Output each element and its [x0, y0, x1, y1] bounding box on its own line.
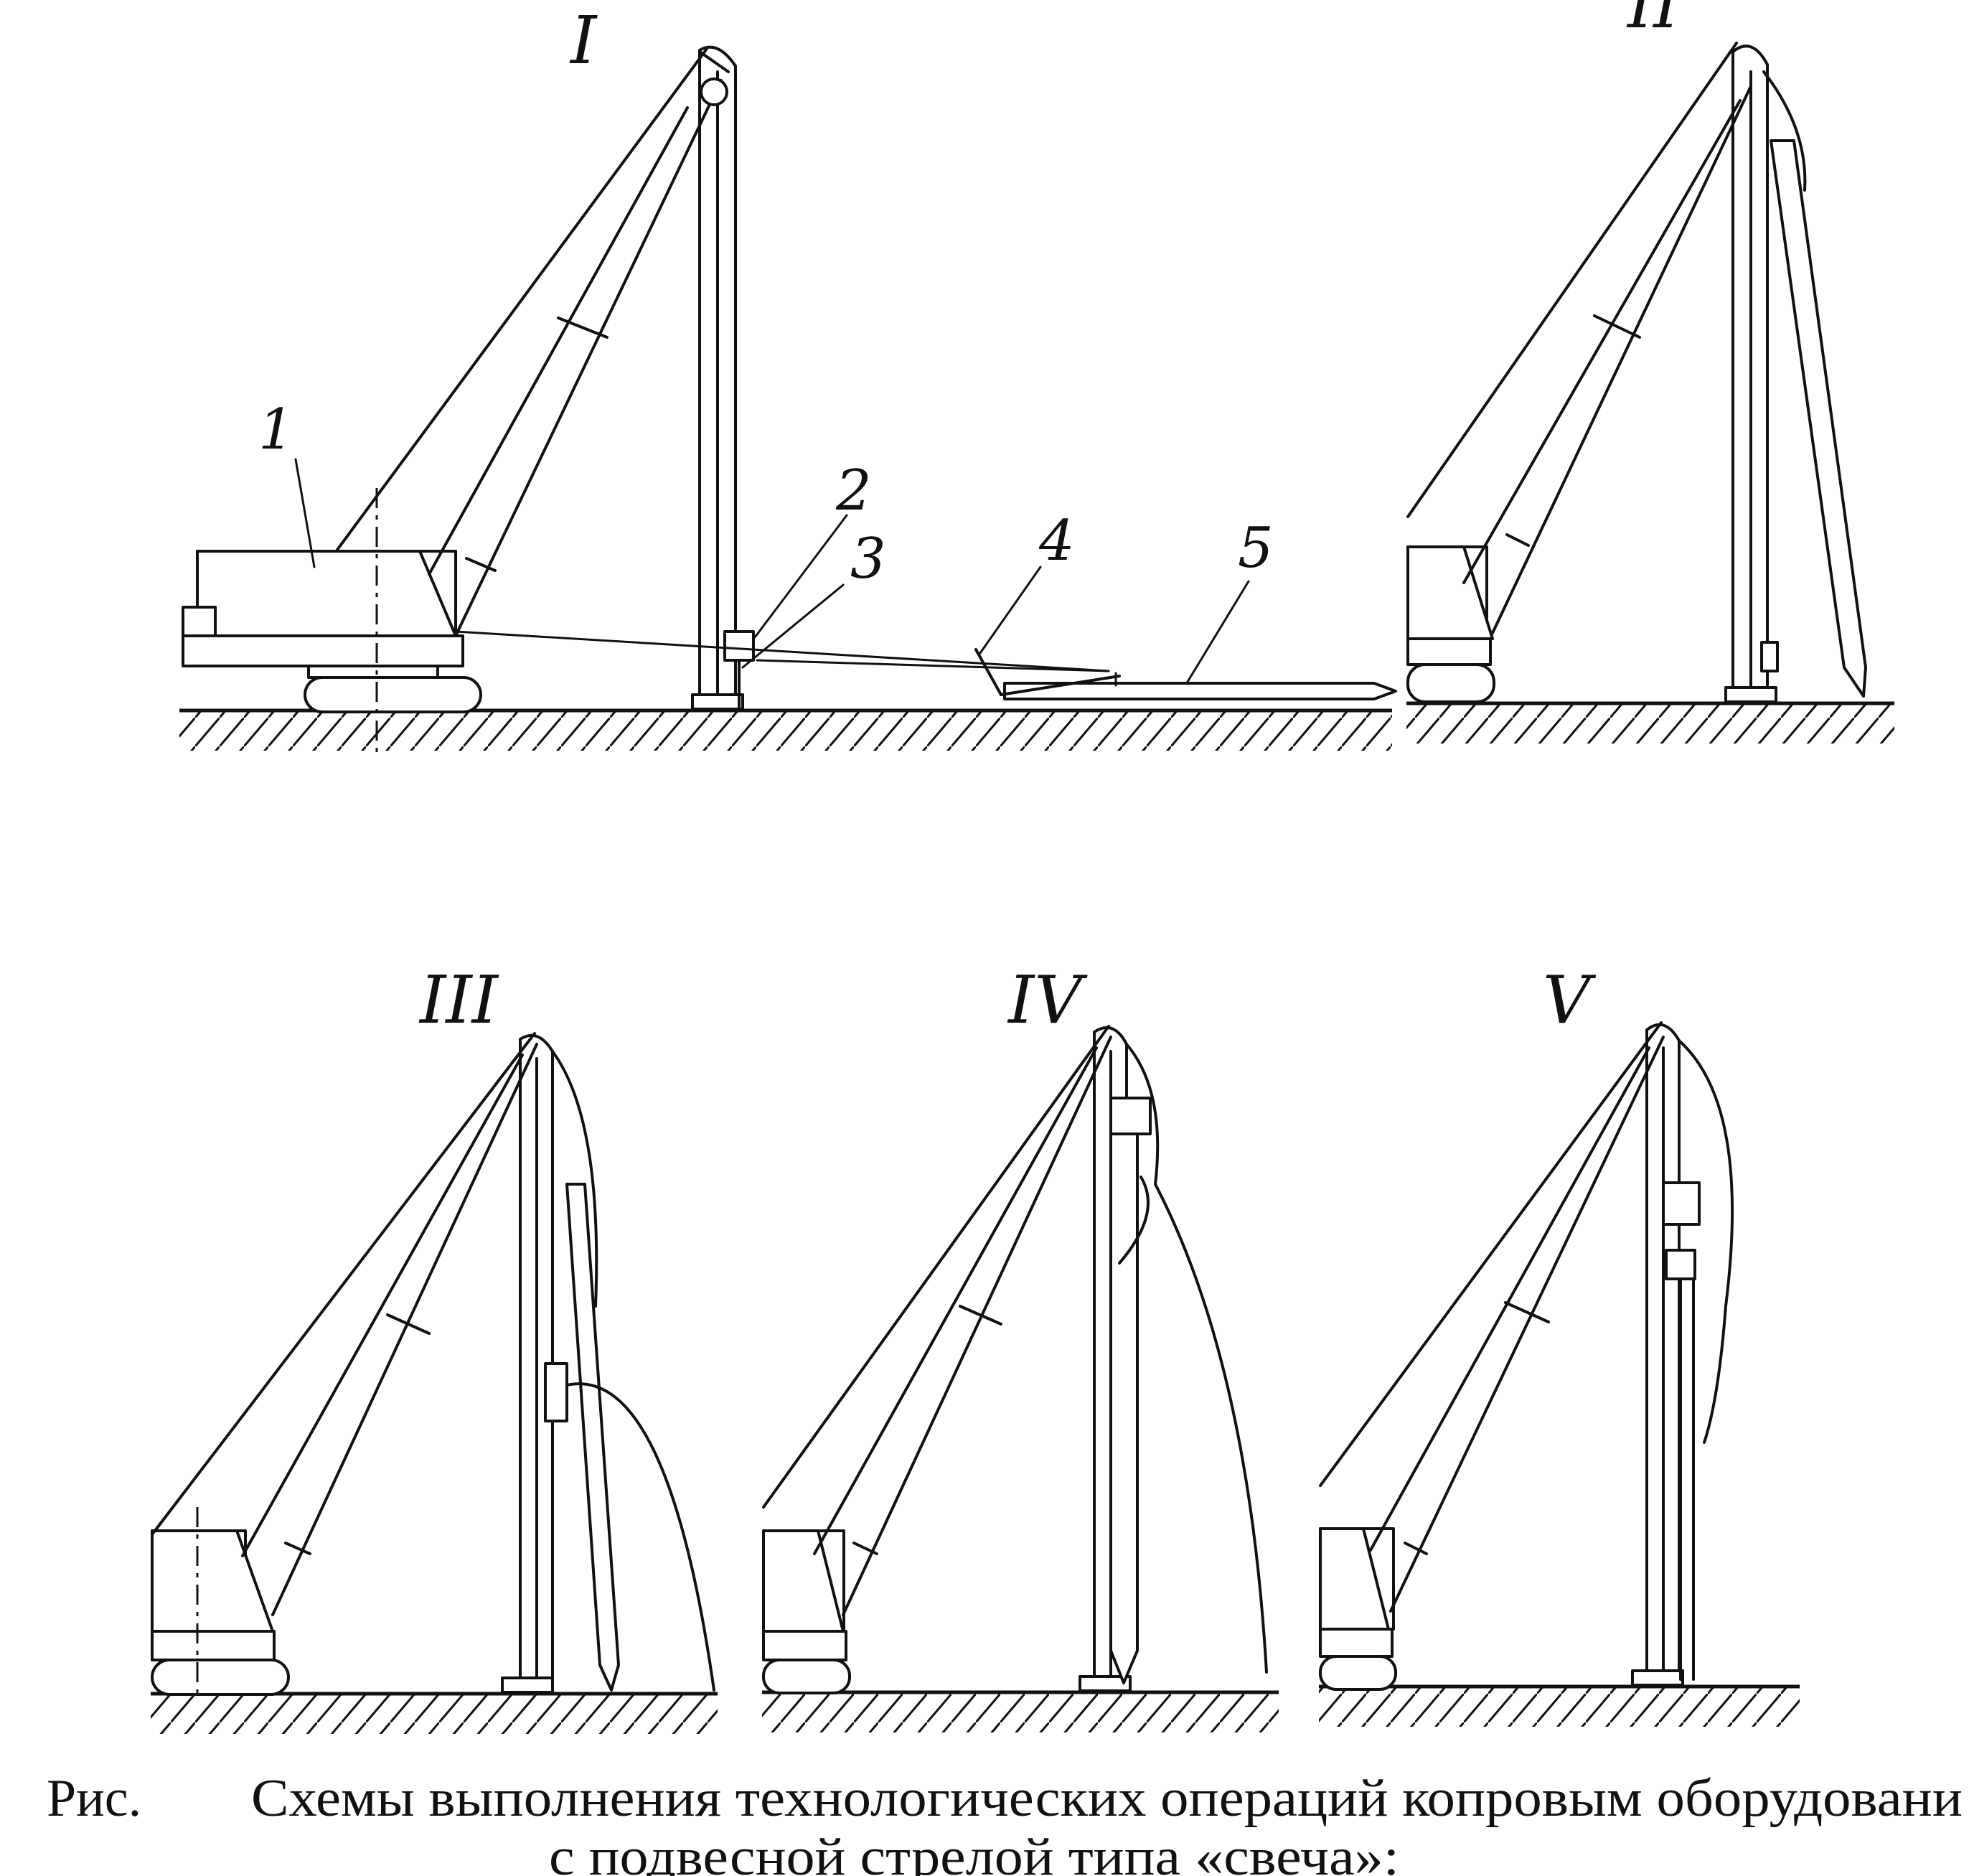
base-machine — [1406, 545, 1495, 703]
caption-line-2: с подвесной стрелой типа «свеча»: — [549, 1828, 1399, 1876]
base-machine — [1319, 1527, 1397, 1691]
winch-rope — [454, 630, 1110, 672]
boom — [428, 50, 730, 637]
leader-mast — [1631, 1023, 1684, 1687]
stage-label-1: I — [569, 2, 598, 79]
stage-label-5: V — [1543, 962, 1597, 1038]
stage-label-4: IV — [1007, 962, 1088, 1038]
scheme-stage-2 — [1406, 42, 1894, 744]
stage-label-3: III — [418, 962, 499, 1038]
callout-1-base-machine: 1 — [258, 398, 294, 462]
ground-hatch — [179, 710, 1392, 751]
callout-4-sling: 4 — [1038, 509, 1075, 573]
scheme-stage-5 — [1319, 1021, 1800, 1727]
callout-5-pile: 5 — [1238, 516, 1274, 581]
pile-lying — [974, 648, 1397, 700]
callout-2-hammer: 2 — [835, 459, 872, 523]
caption-prefix: Рис. — [47, 1769, 141, 1828]
boom — [241, 1043, 538, 1616]
hammer-block — [723, 630, 755, 662]
boom-stay — [336, 47, 708, 551]
pile-vertical — [1109, 1043, 1268, 1684]
pile-hoisted — [1762, 70, 1867, 698]
boom — [1462, 85, 1752, 634]
leader-mast — [501, 1033, 568, 1694]
boom — [813, 1036, 1112, 1616]
hammer-on-pile — [1662, 1039, 1734, 1681]
base-machine — [151, 1507, 290, 1696]
leader-mast — [691, 45, 744, 710]
pile-hoisted — [551, 1050, 715, 1692]
base-machine — [762, 1529, 851, 1694]
scheme-stage-3 — [151, 1032, 718, 1734]
callout-3-cap: 3 — [850, 527, 886, 591]
scheme-stage-4 — [762, 1025, 1279, 1732]
stage-label-2: II — [1626, 0, 1681, 43]
caption-line-1: Схемы выполнения технологических операци… — [251, 1769, 1963, 1828]
scheme-stage-1 — [179, 45, 1397, 754]
leader-mast — [1724, 44, 1779, 703]
base-machine — [182, 488, 482, 754]
boom — [1369, 1036, 1665, 1613]
